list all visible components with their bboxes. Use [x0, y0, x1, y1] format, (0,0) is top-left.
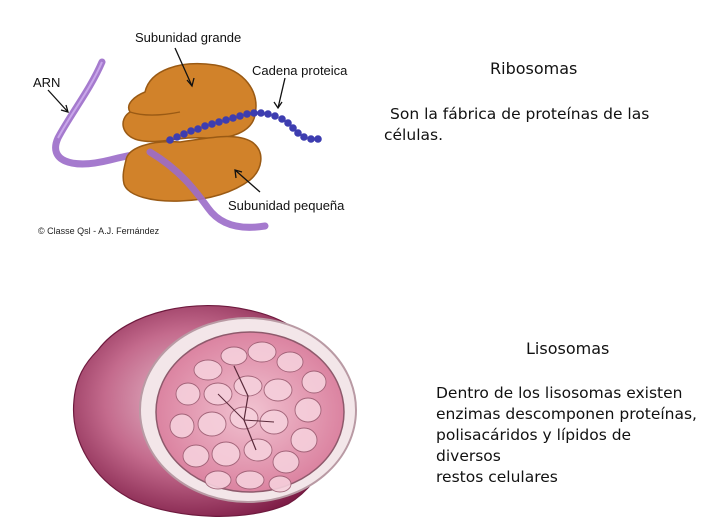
lisosomas-description-line: polisacáridos y lípidos de diversos [436, 426, 632, 465]
protein-chain-beads [166, 109, 322, 144]
small-subunit-label: Subunidad pequeña [228, 198, 345, 213]
ribosomas-description: Son la fábrica de proteínas de las célul… [384, 104, 684, 146]
ribosomas-title: Ribosomas [490, 59, 578, 78]
lysosome-drawing [72, 305, 357, 517]
lysosome-illustration [58, 290, 376, 518]
lisosomas-description-line: restos celulares [436, 468, 558, 486]
lisosomas-description-line: Dentro de los lisosomas existen [436, 384, 683, 402]
ribosome-drawing [47, 47, 322, 231]
ribosomas-description-line: células. [384, 126, 443, 144]
large-subunit-label: Subunidad grande [135, 30, 242, 45]
ribosomas-description-line: Son la fábrica de proteínas de las [390, 105, 650, 123]
lisosomas-description-line: enzimas descomponen proteínas, [436, 405, 697, 423]
image-credit: © Classe Qsl - A.J. Fernández [38, 226, 160, 236]
protein-chain-label: Cadena proteica [252, 63, 348, 78]
lisosomas-description: Dentro de los lisosomas existen enzimas … [436, 383, 698, 488]
lisosomas-title: Lisosomas [526, 339, 610, 358]
ribosome-illustration: Subunidad grande Cadena proteica ARN Sub… [30, 20, 370, 245]
rna-label: ARN [33, 75, 61, 90]
